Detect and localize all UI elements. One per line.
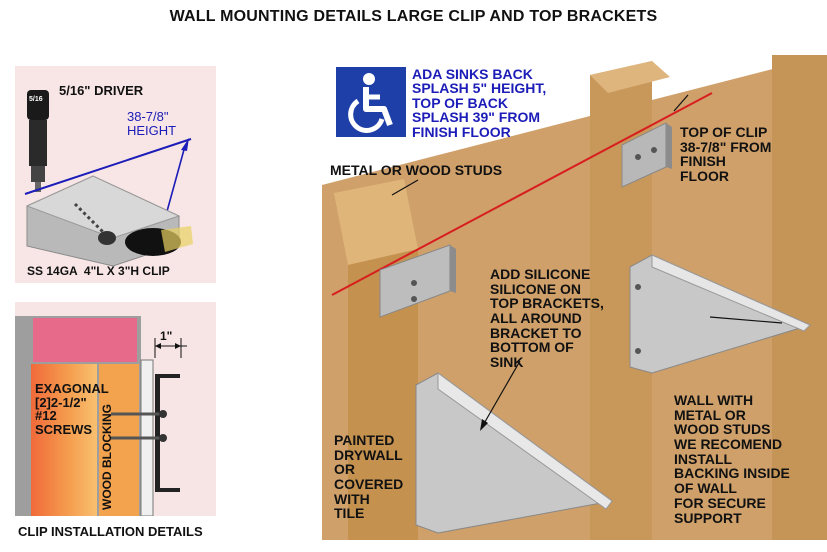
driver-size-label: 5/16 — [29, 96, 43, 103]
page-title: WALL MOUNTING DETAILS LARGE CLIP AND TOP… — [169, 8, 658, 25]
ada-sign — [336, 67, 406, 137]
height-label-value: 38-7/8" — [127, 109, 169, 124]
wall-mounting-panel: ADA SINKS BACK SPLASH 5" HEIGHT, TOP OF … — [322, 55, 827, 540]
clip-detail-illustration — [24, 90, 193, 267]
wood-blocking-label: WOOD BLOCKING — [100, 404, 114, 510]
installation-caption: CLIP INSTALLATION DETAILS — [18, 524, 203, 539]
installation-panel: 1" EXAGONAL [2]2-1/2" #12 SCREWS WOOD BL… — [15, 302, 216, 516]
installation-section-illustration — [15, 316, 187, 516]
ada-requirements-text: ADA SINKS BACK SPLASH 5" HEIGHT, TOP OF … — [412, 66, 547, 140]
clip-detail-panel: 5/16 5/16" DRIVER 38-7/8" HEIGHT SS 14GA… — [15, 66, 216, 283]
silicone-label: ADD SILICONE SILICONE ON TOP BRACKETS, A… — [490, 266, 604, 371]
drywall-label: PAINTED DRYWALL OR COVERED WITH TILE — [334, 432, 404, 522]
screws-label: EXAGONAL [2]2-1/2" #12 SCREWS — [35, 381, 109, 437]
driver-label: 5/16" DRIVER — [59, 83, 144, 98]
wall-mounting-illustration — [322, 55, 827, 540]
studs-label: METAL OR WOOD STUDS — [330, 162, 503, 178]
top-of-clip-label: TOP OF CLIP 38-7/8" FROM FINISH FLOOR — [680, 124, 772, 185]
wall-studs-label: WALL WITH METAL OR WOOD STUDS WE RECOMEN… — [674, 392, 790, 526]
height-label-text: HEIGHT — [127, 123, 177, 138]
clip-spec-label: SS 14GA 4"L X 3"H CLIP — [27, 264, 170, 278]
dimension-label: 1" — [160, 329, 173, 343]
wheelchair-icon — [348, 73, 393, 133]
